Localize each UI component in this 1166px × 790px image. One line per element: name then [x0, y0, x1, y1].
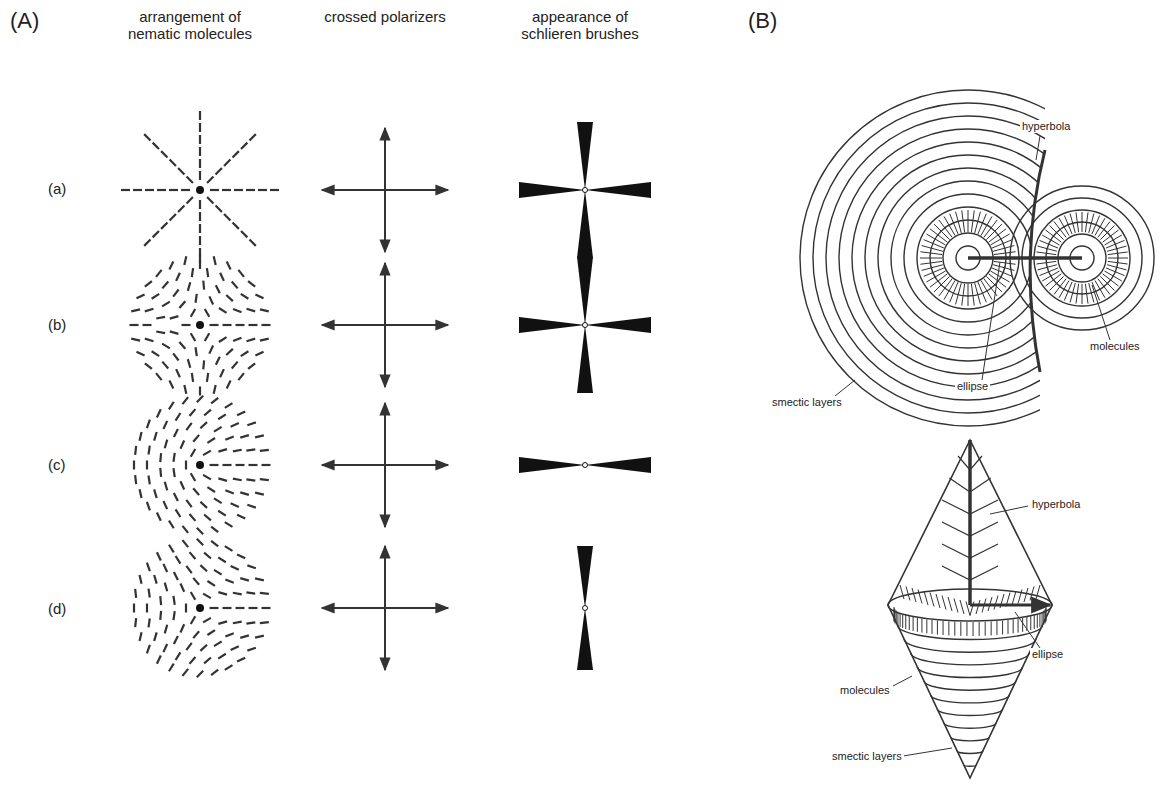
column-header: crossed polarizers [310, 8, 460, 25]
leader-line [835, 380, 855, 396]
row-label: (c) [48, 456, 66, 473]
leader-line [990, 506, 1028, 514]
leader-line [903, 748, 952, 756]
nematic-director-field [121, 111, 279, 677]
leader-line [893, 676, 912, 686]
leader-line [1092, 285, 1110, 340]
part-label: hyperbola [1030, 498, 1082, 511]
hyperbola-line [968, 440, 972, 605]
schlieren-brushes [519, 122, 651, 670]
panel-label: (A) [10, 8, 39, 33]
leader-line [1015, 612, 1040, 648]
crossed-polarizers [322, 128, 448, 670]
part-label: ellipse [1030, 648, 1065, 661]
part-label: molecules [1088, 340, 1142, 353]
part-label: smectic layers [830, 750, 904, 763]
ellipse-axis [968, 256, 1082, 260]
hyperbola-curve [1030, 150, 1045, 372]
panel-label: (B) [748, 8, 777, 33]
column-header: arrangement of nematic molecules [115, 8, 265, 43]
leader-line [1036, 136, 1040, 160]
part-label: hyperbola [1020, 120, 1072, 133]
column-header: appearance of schlieren brushes [505, 8, 655, 43]
leader-line [982, 262, 1000, 380]
row-label: (d) [48, 600, 66, 617]
focal-conic-cone [888, 440, 1052, 778]
ellipse-axis [970, 604, 1050, 607]
row-label: (b) [48, 316, 66, 333]
part-label: ellipse [955, 380, 990, 393]
row-label: (a) [48, 180, 66, 197]
part-label: smectic layers [770, 396, 844, 409]
part-label: molecules [838, 684, 892, 697]
focal-conic-section [800, 90, 1154, 426]
